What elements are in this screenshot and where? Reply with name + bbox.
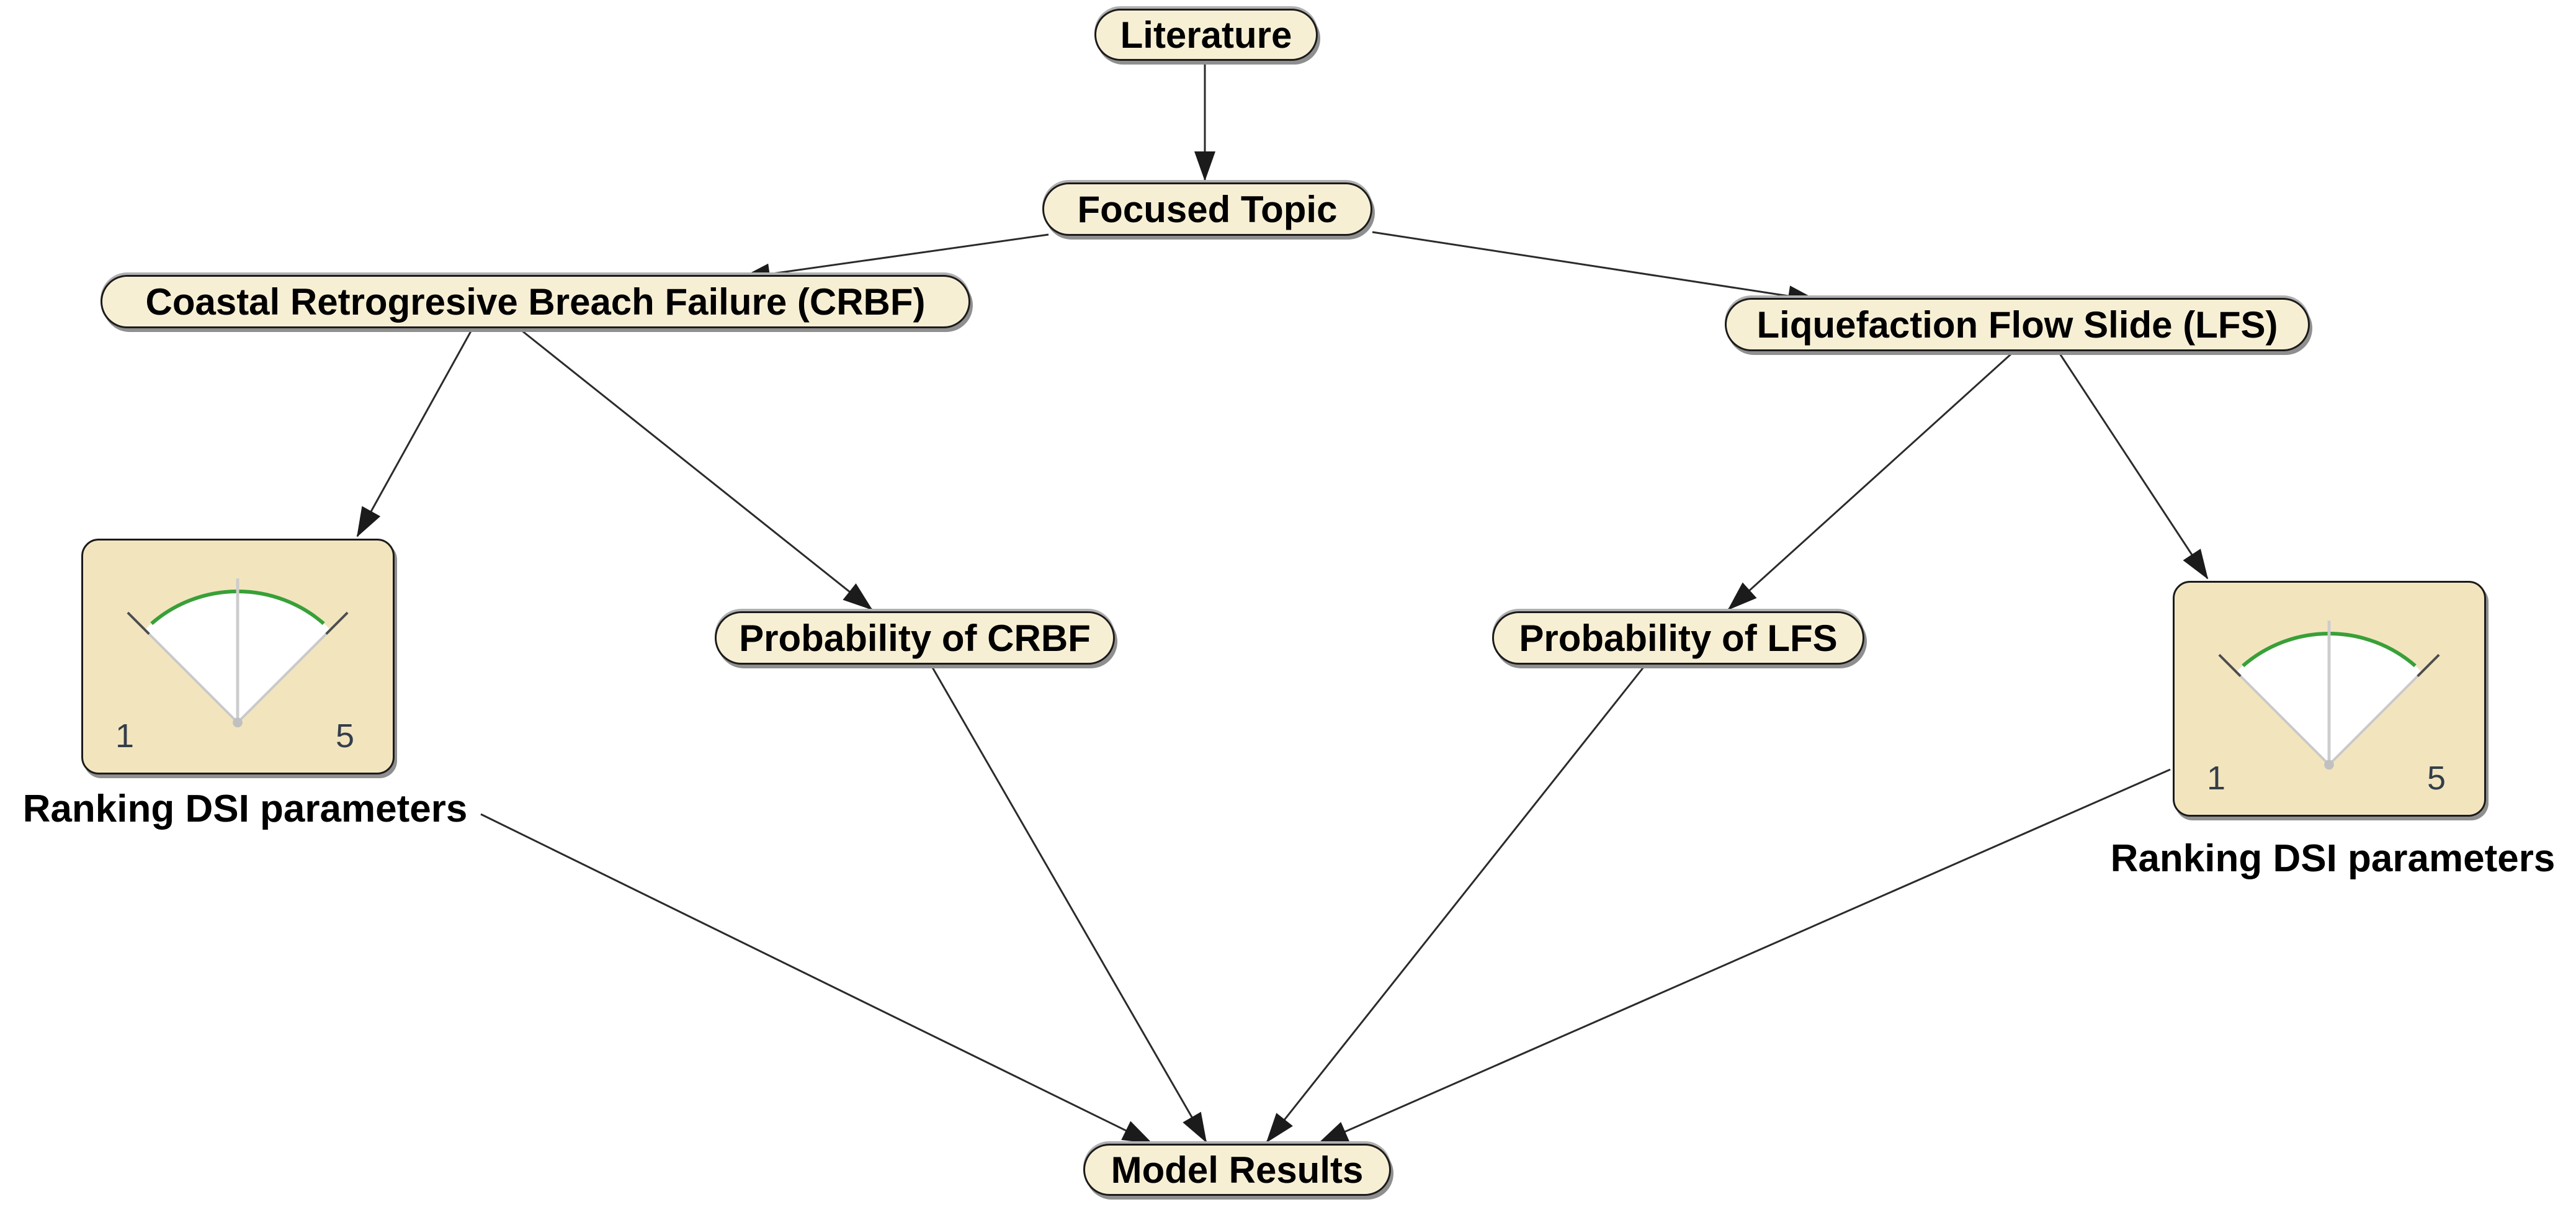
edge-lfs-ranking-right[interactable] <box>2059 353 2209 580</box>
node-probability-of-crbf[interactable]: Probability of CRBF <box>715 611 1115 665</box>
edge-focused-topic-lfs[interactable] <box>1372 231 1818 307</box>
gauge-max-label: 5 <box>335 717 354 755</box>
edge-focused-topic-crbf[interactable] <box>740 233 1049 285</box>
node-ranking-dsi-left[interactable]: 1 5 <box>81 539 395 774</box>
ranking-dsi-right-title: Ranking DSI parameters <box>2110 837 2556 880</box>
fan-dial-icon <box>127 578 349 728</box>
edge-crbf-ranking-left[interactable] <box>356 330 473 537</box>
gauge-min-label: 1 <box>115 717 135 755</box>
edge-prob-lfs-model-results[interactable] <box>1266 666 1645 1143</box>
ranking-dsi-left-title: Ranking DSI parameters <box>22 787 468 830</box>
edge-ranking-left-model-results[interactable] <box>480 813 1153 1144</box>
gauge-min-label: 1 <box>2207 760 2226 797</box>
fan-dial-icon <box>2218 621 2440 770</box>
gauge-max-label: 5 <box>2426 760 2446 797</box>
node-probability-of-lfs[interactable]: Probability of LFS <box>1492 611 1864 665</box>
node-focused-topic[interactable]: Focused Topic <box>1042 182 1372 236</box>
edge-prob-crbf-model-results[interactable] <box>931 666 1207 1143</box>
node-crbf[interactable]: Coastal Retrogresive Breach Failure (CRB… <box>101 275 970 328</box>
node-model-results[interactable]: Model Results <box>1083 1144 1391 1196</box>
node-literature[interactable]: Literature <box>1094 9 1318 61</box>
edge-crbf-prob-crbf[interactable] <box>521 329 873 611</box>
edge-ranking-right-model-results[interactable] <box>1318 768 2171 1144</box>
edge-lfs-prob-lfs[interactable] <box>1727 352 2013 611</box>
node-ranking-dsi-right[interactable]: 1 5 <box>2173 581 2486 817</box>
node-lfs[interactable]: Liquefaction Flow Slide (LFS) <box>1725 298 2310 351</box>
